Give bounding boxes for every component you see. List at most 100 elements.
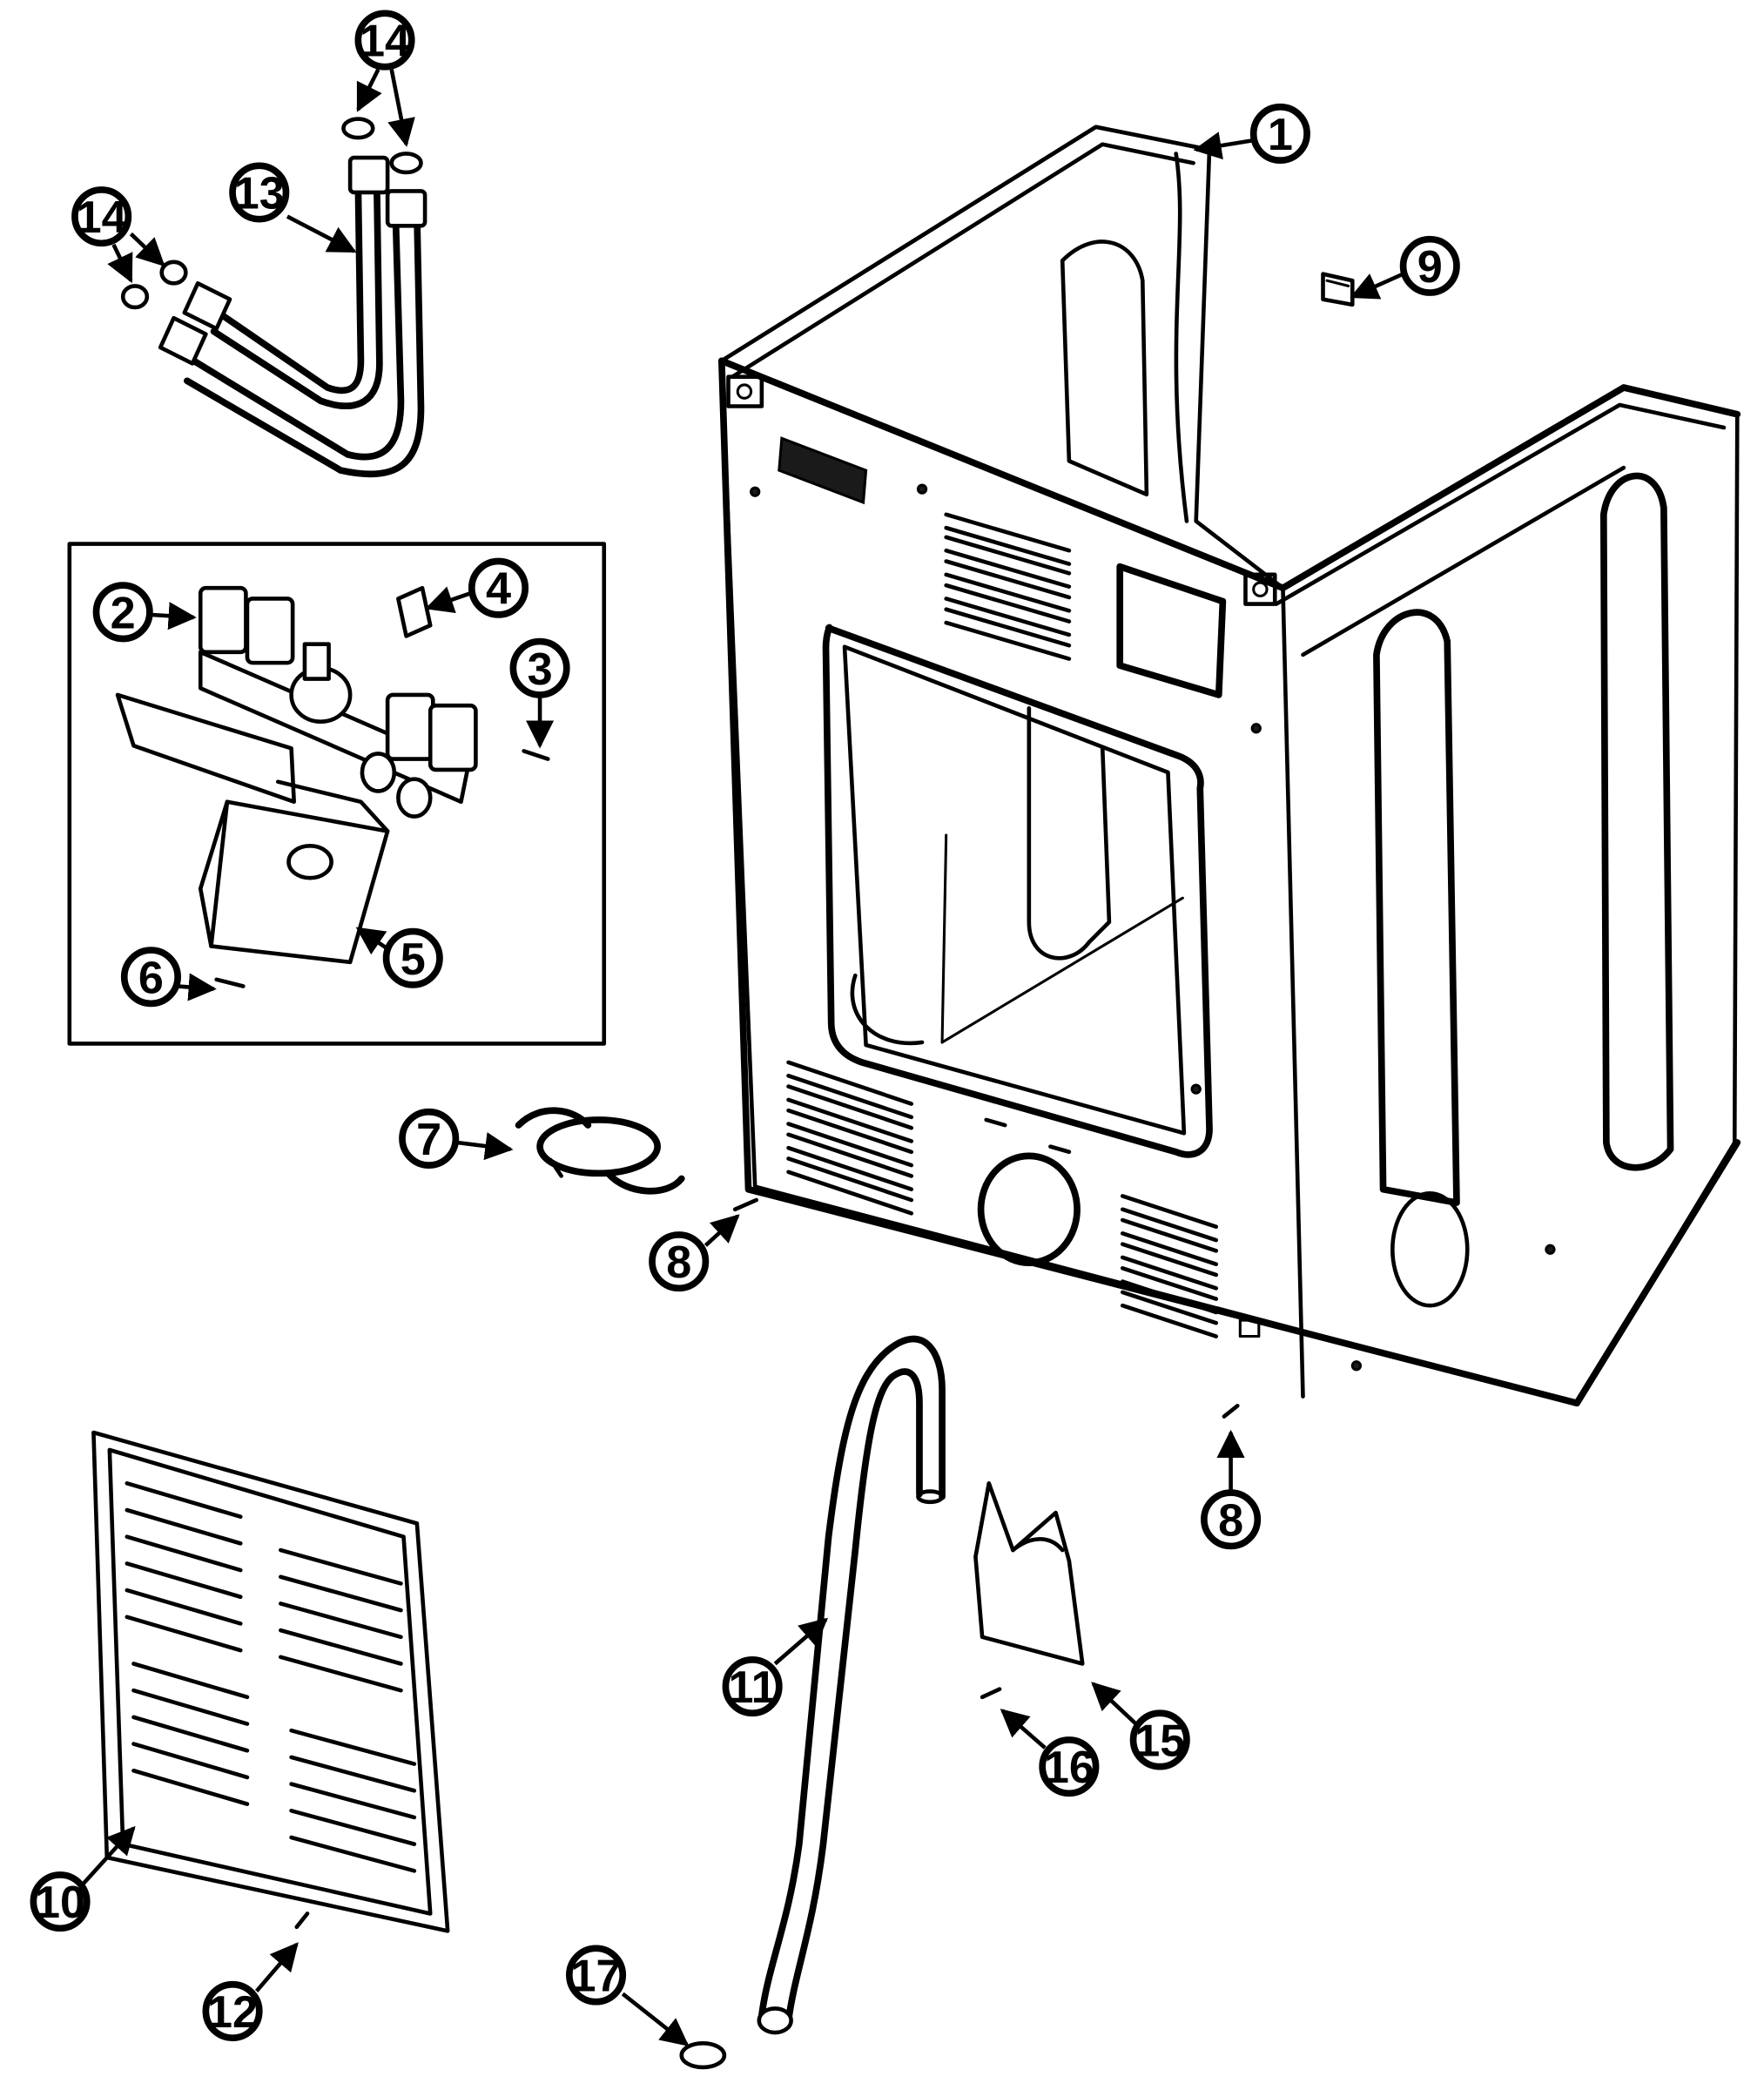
- callout-c13: 13: [229, 162, 357, 253]
- callout-circle: [202, 1980, 263, 2041]
- callout-c9: 9: [1350, 235, 1460, 300]
- callout-leader: [425, 586, 472, 614]
- hose-washers: [120, 117, 423, 310]
- callout-c8a: 8: [649, 1214, 740, 1292]
- valve-kit-box: [67, 542, 607, 1046]
- callout-circle: [382, 927, 443, 988]
- callout-label: 14: [360, 17, 410, 67]
- callout-leader: [149, 602, 197, 630]
- callout-circle: [30, 1871, 91, 1932]
- callout-circle: [1201, 1489, 1262, 1550]
- callout-circle: [1039, 1736, 1100, 1797]
- callout-label: 6: [138, 953, 164, 1003]
- callout-label: 9: [1417, 242, 1443, 293]
- valve-bracket: [115, 692, 390, 965]
- callout-c2: 2: [92, 582, 197, 643]
- valve-clamp: [396, 585, 433, 638]
- valve-screw: [522, 749, 550, 761]
- callout-c11: 11: [722, 1617, 828, 1717]
- callout-leader: [387, 69, 415, 147]
- callout-label: 13: [234, 169, 285, 219]
- hose-bracket: [973, 1481, 1085, 1666]
- callout-circle: [468, 557, 529, 618]
- callout-c6: 6: [120, 947, 217, 1008]
- callout-leader: [1091, 1682, 1138, 1726]
- callout-label: 8: [666, 1237, 691, 1288]
- callout-c4: 4: [425, 557, 529, 618]
- callout-circle: [566, 1945, 627, 2006]
- callout-circle: [399, 1108, 460, 1169]
- callout-circle: [1399, 235, 1460, 296]
- callout-label: 1: [1268, 110, 1293, 160]
- callout-circle: [649, 1231, 710, 1292]
- callout-c12: 12: [202, 1942, 299, 2041]
- callout-label: 7: [416, 1115, 441, 1165]
- cabinet-screw-2: [1222, 1404, 1240, 1419]
- front-louvers-lower-left: [786, 1060, 914, 1216]
- panel-screw: [294, 1911, 310, 1930]
- callout-circle: [1129, 1709, 1190, 1770]
- callout-leader: [356, 68, 382, 112]
- cabinet: [717, 125, 1741, 1407]
- hole-plug: [1321, 272, 1355, 307]
- callout-leader: [176, 973, 217, 1001]
- callout-label: 12: [207, 1987, 258, 2038]
- callout-c5: 5: [355, 927, 443, 988]
- callout-label: 11: [729, 1662, 777, 1713]
- callout-leader: [456, 1132, 514, 1161]
- callout-label: 14: [77, 192, 127, 243]
- callout-leader: [254, 1942, 299, 1992]
- bracket-screw-16: [980, 1687, 1002, 1700]
- callout-leader: [129, 232, 165, 267]
- callout-circle: [229, 162, 290, 223]
- callout-circle: [92, 582, 153, 643]
- callout-c15: 15: [1091, 1682, 1190, 1770]
- front-louvers-lower-right: [1120, 1194, 1219, 1338]
- callout-c14b: 14: [71, 186, 165, 284]
- fill-hoses: [158, 155, 428, 478]
- callout-c16: 16: [1000, 1709, 1100, 1797]
- callout-label: 3: [528, 644, 553, 695]
- callout-circle: [71, 186, 132, 247]
- callout-leader: [704, 1214, 740, 1247]
- callout-label: 2: [111, 588, 136, 638]
- callout-label: 15: [1134, 1716, 1185, 1766]
- callout-leader: [107, 243, 133, 284]
- callout-leader: [81, 1825, 136, 1886]
- callout-circle: [1249, 103, 1310, 164]
- callout-circle: [509, 637, 570, 698]
- hose-clamp: [679, 2040, 727, 2070]
- callout-c3: 3: [509, 637, 570, 749]
- drain-hose: [757, 1335, 946, 2035]
- bracket-screw: [214, 977, 246, 988]
- panel-louvers: [125, 1481, 417, 1873]
- front-louvers-upper: [944, 512, 1072, 661]
- callout-label: 16: [1044, 1743, 1094, 1793]
- callout-c10: 10: [30, 1825, 136, 1932]
- callout-leader: [1000, 1709, 1047, 1750]
- callout-c8b: 8: [1201, 1429, 1262, 1550]
- callout-leader: [1350, 272, 1404, 300]
- callout-label: 5: [401, 934, 426, 985]
- callout-label: 10: [35, 1878, 85, 1928]
- callout-leader: [621, 1992, 690, 2046]
- callout-circle: [722, 1656, 783, 1717]
- callout-label: 4: [486, 564, 511, 615]
- callout-circle: [354, 10, 415, 71]
- callout-label: 8: [1218, 1495, 1243, 1546]
- callout-c7: 7: [399, 1108, 514, 1169]
- callout-leader: [286, 214, 357, 253]
- hose-clip: [515, 1107, 685, 1195]
- callout-label: 17: [571, 1952, 622, 2002]
- callout-leader: [1193, 131, 1255, 160]
- front-panel: [91, 1430, 450, 1933]
- callout-leader: [355, 927, 389, 955]
- callout-c1: 1: [1193, 103, 1310, 164]
- cabinet-screw-1: [732, 1197, 759, 1212]
- callout-leader: [773, 1617, 828, 1666]
- water-valve: [198, 585, 478, 819]
- callout-c17: 17: [566, 1945, 690, 2046]
